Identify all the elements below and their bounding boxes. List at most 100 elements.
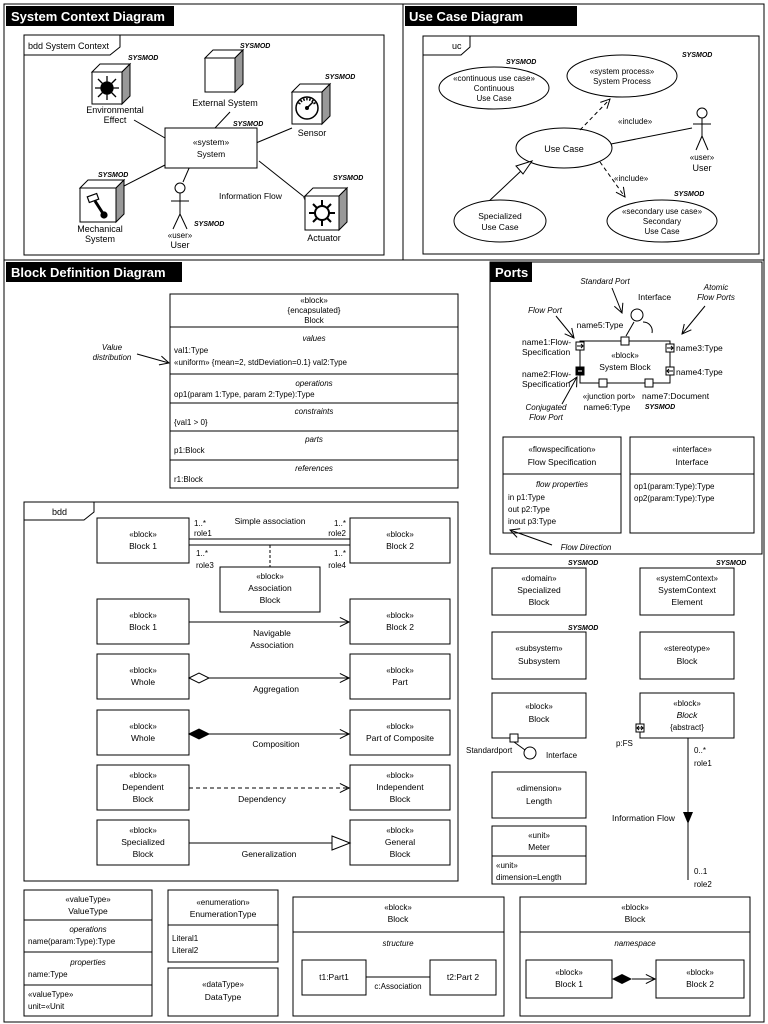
diagram-label: Value [102,343,123,352]
diagram-label: name(param:Type):Type [28,937,116,946]
mechanical-label-2: System [85,234,115,244]
diagram-label: Block [390,849,412,859]
connector-line [610,127,693,145]
diagram-label: Independent [376,782,424,792]
diagram-label: Flow Ports [697,293,735,302]
diagram-label: Interface [546,751,578,760]
domain-block [491,567,587,616]
diagram-label: name3:Type [676,343,723,353]
diagram-label: Ports [495,265,528,280]
part1 [301,959,367,996]
diagram-label: op1(param:Type):Type [634,482,715,491]
diagram-label: name:Type [28,970,68,979]
diagram-label: inout p3:Type [508,517,557,526]
diagram-label: «user» [168,231,193,240]
diagram-label: Specialized [478,211,522,221]
diagram-label: t1:Part1 [319,972,349,982]
connector-line [172,213,181,230]
diagram-box [509,733,519,743]
diagram-label: Block 1 [129,541,157,551]
system-context-diagram: bdd System Context Environmental Effect … [23,34,385,256]
diagram-label: t2:Part 2 [447,972,479,982]
diagram-label: Use Case Diagram [409,9,523,24]
diagram-label: Block [133,794,155,804]
sensor-cube [290,82,332,126]
diagram-label: «secondary use case» [622,207,703,216]
connector-shape [666,368,673,374]
connector-line [510,530,553,546]
diagram-label: «block» [611,351,639,360]
mechanical-label-1: Mechanical [77,224,123,234]
connector-line [97,78,117,98]
use-case-diagram: uc SYSMOD «continuous use case» Continuo… [422,35,760,255]
diagram-box [23,501,459,882]
generalization-triangle [331,835,352,851]
diagram-label: System Process [593,77,651,86]
wrench-icon [86,192,108,219]
diagram-label: Dependent [122,782,164,792]
composition-diamond [187,728,211,740]
user-actor [171,182,189,230]
sysmod-tag: SYSMOD [240,43,270,50]
diagram-label: Block [304,316,325,325]
header-bdd: Block Definition Diagram [6,262,182,282]
diagram-label: unit=«Unit [28,1002,65,1011]
diagram-circle [174,182,186,194]
diagram-label: Specification [522,379,570,389]
diagram-label: in p1:Type [508,493,545,502]
gauge-icon [295,96,319,120]
aggregation-diamond [187,672,211,684]
connector-shape [667,345,674,351]
diagram-label: Information Flow [612,813,676,823]
diagram-label: Block [529,714,551,724]
diagram-label: Subsystem [518,656,560,666]
uc-frame [422,35,760,255]
diagram-label: role1 [194,529,212,538]
diagram-label: Block 2 [386,622,414,632]
association-block [219,566,321,613]
diagram-label: 1..* [194,519,206,528]
diagram-label: «dimension» [516,784,562,793]
uc-user-actor [693,107,711,151]
sensor-label: Sensor [298,128,327,138]
diagram-label: references [295,464,333,473]
connector-shape [338,186,348,232]
interface-lollipop [523,746,537,760]
actuator-label: Actuator [307,233,341,243]
connector-line [579,99,610,131]
bdd-relationships-frame: bdd «block» Block 1 «block» Block 2 Simp… [23,501,459,882]
diagram-label: Standard Port [580,277,630,286]
connector-shape [297,97,317,105]
diagram-label: «block» [386,666,414,675]
diagram-box [96,764,190,811]
cog-icon [309,200,335,226]
diagram-label: «block» [129,611,157,620]
diagram-box [6,262,182,282]
diagram-label: «block» [555,968,583,977]
sun-icon [95,76,119,100]
diagram-label: General [385,837,415,847]
diagram-label: Interface [675,457,708,467]
diagram-label: «include» [614,174,649,183]
diagram-label: 1..* [196,549,208,558]
diagram-box [405,6,577,26]
diagram-label: Standardport [466,746,513,755]
connector-shape [577,343,584,349]
diagram-box [86,192,100,204]
diagram-label: «continuous use case» [453,74,535,83]
diagram-label: Specification [522,347,570,357]
diagram-label: role2 [694,880,712,889]
diagram-box [349,653,451,700]
diagram-label: 0..1 [694,867,708,876]
value-type-block [23,889,153,1017]
diagram-box [96,598,190,645]
diagram-label: p:FS [616,739,633,748]
diagram-label: «systemContext» [656,574,718,583]
diagram-label: Association [248,583,292,593]
diagram-label: «system process» [590,67,655,76]
diagram-label: «block» [386,530,414,539]
sc-frame-label: bdd System Context [28,41,110,51]
diagram-label: role1 [694,759,712,768]
page-border [3,3,765,1023]
connector-shape [636,725,644,731]
